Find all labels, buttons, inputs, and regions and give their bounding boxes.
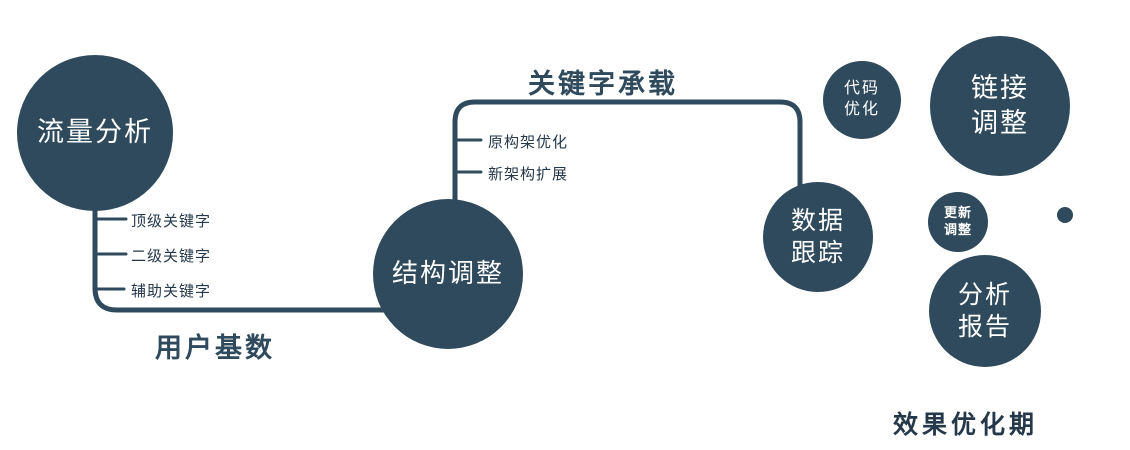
node-data-tracking-line1: 数据 — [790, 206, 845, 235]
node-data-tracking-line2: 跟踪 — [790, 239, 845, 267]
dot-marker — [1057, 207, 1073, 223]
node-analysis-report-line2: 报告 — [957, 313, 1012, 341]
edge-label-user-base: 用户基数 — [155, 333, 275, 363]
branch-label-second-keyword: 二级关键字 — [131, 248, 212, 265]
branch-label-orig-arch: 原构架优化 — [488, 134, 569, 151]
node-structure-adjust-label: 结构调整 — [391, 258, 504, 289]
node-update-adjust-line2: 调整 — [943, 222, 972, 237]
node-structure-adjust: 结构调整 — [373, 199, 523, 349]
edge-label-keyword-carry: 关键字承载 — [528, 69, 678, 99]
node-traffic-analysis-label: 流量分析 — [37, 117, 153, 148]
node-link-adjust-line1: 链接 — [971, 72, 1029, 103]
connector-middle-path — [452, 99, 803, 243]
branch-label-new-arch: 新架构扩展 — [488, 166, 569, 183]
node-link-adjust-line2: 调整 — [971, 108, 1029, 138]
node-link-adjust: 链接 调整 — [930, 36, 1070, 176]
node-analysis-report: 分析 报告 — [929, 255, 1041, 367]
node-traffic-analysis: 流量分析 — [17, 55, 173, 211]
node-analysis-report-line1: 分析 — [957, 280, 1012, 309]
branch-label-top-keyword: 顶级关键字 — [131, 213, 212, 230]
node-data-tracking: 数据 跟踪 — [763, 182, 873, 292]
node-code-optimize-line2: 优化 — [843, 101, 880, 118]
caption-effect-optimize-period: 效果优化期 — [893, 411, 1039, 439]
branch-label-aux-keyword: 辅助关键字 — [131, 283, 212, 300]
node-code-optimize-line1: 代码 — [843, 80, 880, 98]
node-update-adjust-line1: 更新 — [943, 205, 972, 221]
node-code-optimize: 代码 优化 — [823, 61, 901, 139]
node-update-adjust: 更新 调整 — [928, 192, 988, 252]
